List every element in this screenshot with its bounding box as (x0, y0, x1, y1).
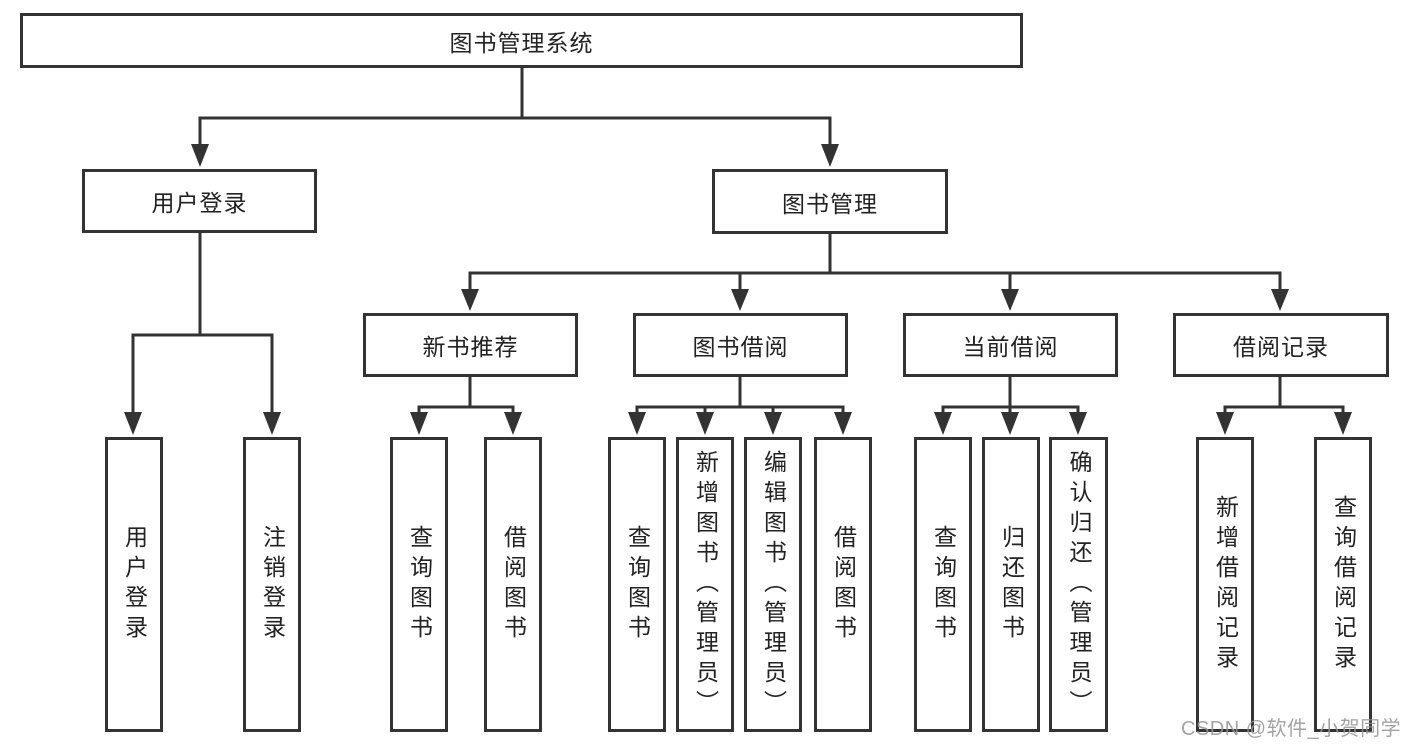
arrowhead (191, 144, 209, 167)
leaf-add-borrow-record: 新增借阅记录 (1196, 437, 1254, 732)
arrowhead (124, 412, 142, 435)
node-current-borrow: 当前借阅 (903, 313, 1118, 377)
arrowhead (1001, 412, 1019, 435)
arrowhead (410, 412, 428, 435)
node-borrow-records: 借阅记录 (1173, 313, 1389, 377)
arrowhead (1069, 412, 1087, 435)
arrowhead (764, 412, 782, 435)
node-book-mgmt: 图书管理 (712, 169, 948, 234)
arrowhead (934, 412, 952, 435)
leaf-query-books-3: 查询图书 (914, 437, 972, 732)
leaf-query-books-2: 查询图书 (608, 437, 666, 732)
leaf-borrow-books-2: 借阅图书 (814, 437, 872, 732)
connector-group-bracket (417, 405, 515, 414)
leaf-user-login: 用户登录 (105, 437, 163, 732)
arrowhead (696, 412, 714, 435)
connector-level2-bracket (198, 116, 832, 146)
node-user-login: 用户登录 (82, 169, 317, 233)
connector-group-bracket (1223, 405, 1345, 414)
leaf-confirm-return-admin: 确认归还（管理员） (1049, 437, 1108, 732)
arrowhead (504, 412, 522, 435)
arrowhead (834, 412, 852, 435)
connector-login-bracket (131, 333, 274, 414)
node-book-borrow: 图书借阅 (633, 313, 848, 377)
connector-level3-bracket (468, 271, 1282, 292)
leaf-query-borrow-record: 查询借阅记录 (1314, 437, 1372, 732)
arrowhead (1001, 289, 1019, 311)
arrowhead (1216, 412, 1234, 435)
leaf-query-books-1: 查询图书 (390, 437, 448, 732)
arrowhead (731, 289, 749, 311)
leaf-borrow-books-1: 借阅图书 (484, 437, 542, 732)
arrowhead (461, 289, 479, 311)
connector-group-bracket (635, 405, 845, 414)
arrowhead (1271, 289, 1289, 311)
arrowhead (263, 412, 281, 435)
node-library-system: 图书管理系统 (20, 13, 1023, 68)
node-new-book-rec: 新书推荐 (363, 313, 578, 377)
arrowhead (628, 412, 646, 435)
arrowhead (1334, 412, 1352, 435)
leaf-add-book-admin: 新增图书（管理员） (676, 437, 734, 732)
csdn-watermark: CSDN @软件_小贺同学 (1181, 718, 1402, 740)
arrowhead (821, 144, 839, 167)
leaf-return-book: 归还图书 (982, 437, 1040, 732)
leaf-logout: 注销登录 (243, 437, 301, 732)
leaf-edit-book-admin: 编辑图书（管理员） (744, 437, 802, 732)
